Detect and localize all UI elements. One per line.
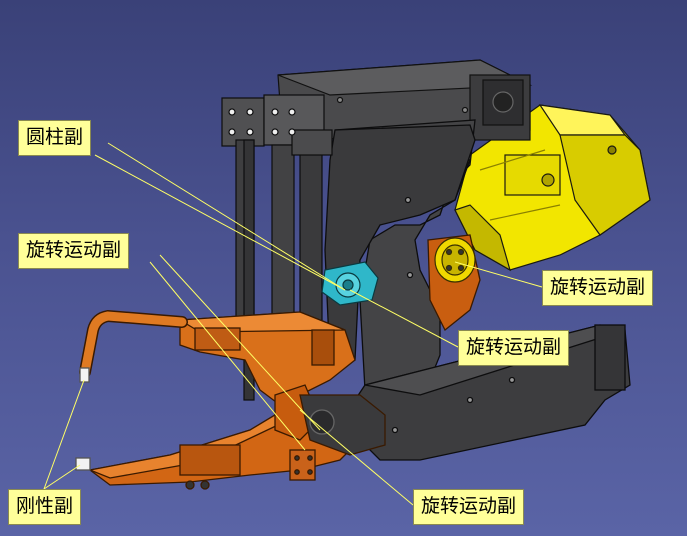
cyan-rotary-joint	[321, 261, 379, 306]
wrist-flange	[434, 237, 476, 283]
callout-cylinder-joint: 圆柱副	[18, 120, 92, 156]
robot-wrist	[454, 104, 651, 272]
leader-lines	[43, 142, 543, 506]
callout-rigid-joint: 刚性副	[8, 489, 82, 525]
callout-rotary-joint-right: 旋转运动副	[542, 270, 654, 306]
callout-rotary-joint-bottom: 旋转运动副	[413, 489, 525, 525]
callout-rotary-joint-left: 旋转运动副	[18, 233, 130, 269]
callout-rotary-joint-center: 旋转运动副	[458, 330, 570, 366]
